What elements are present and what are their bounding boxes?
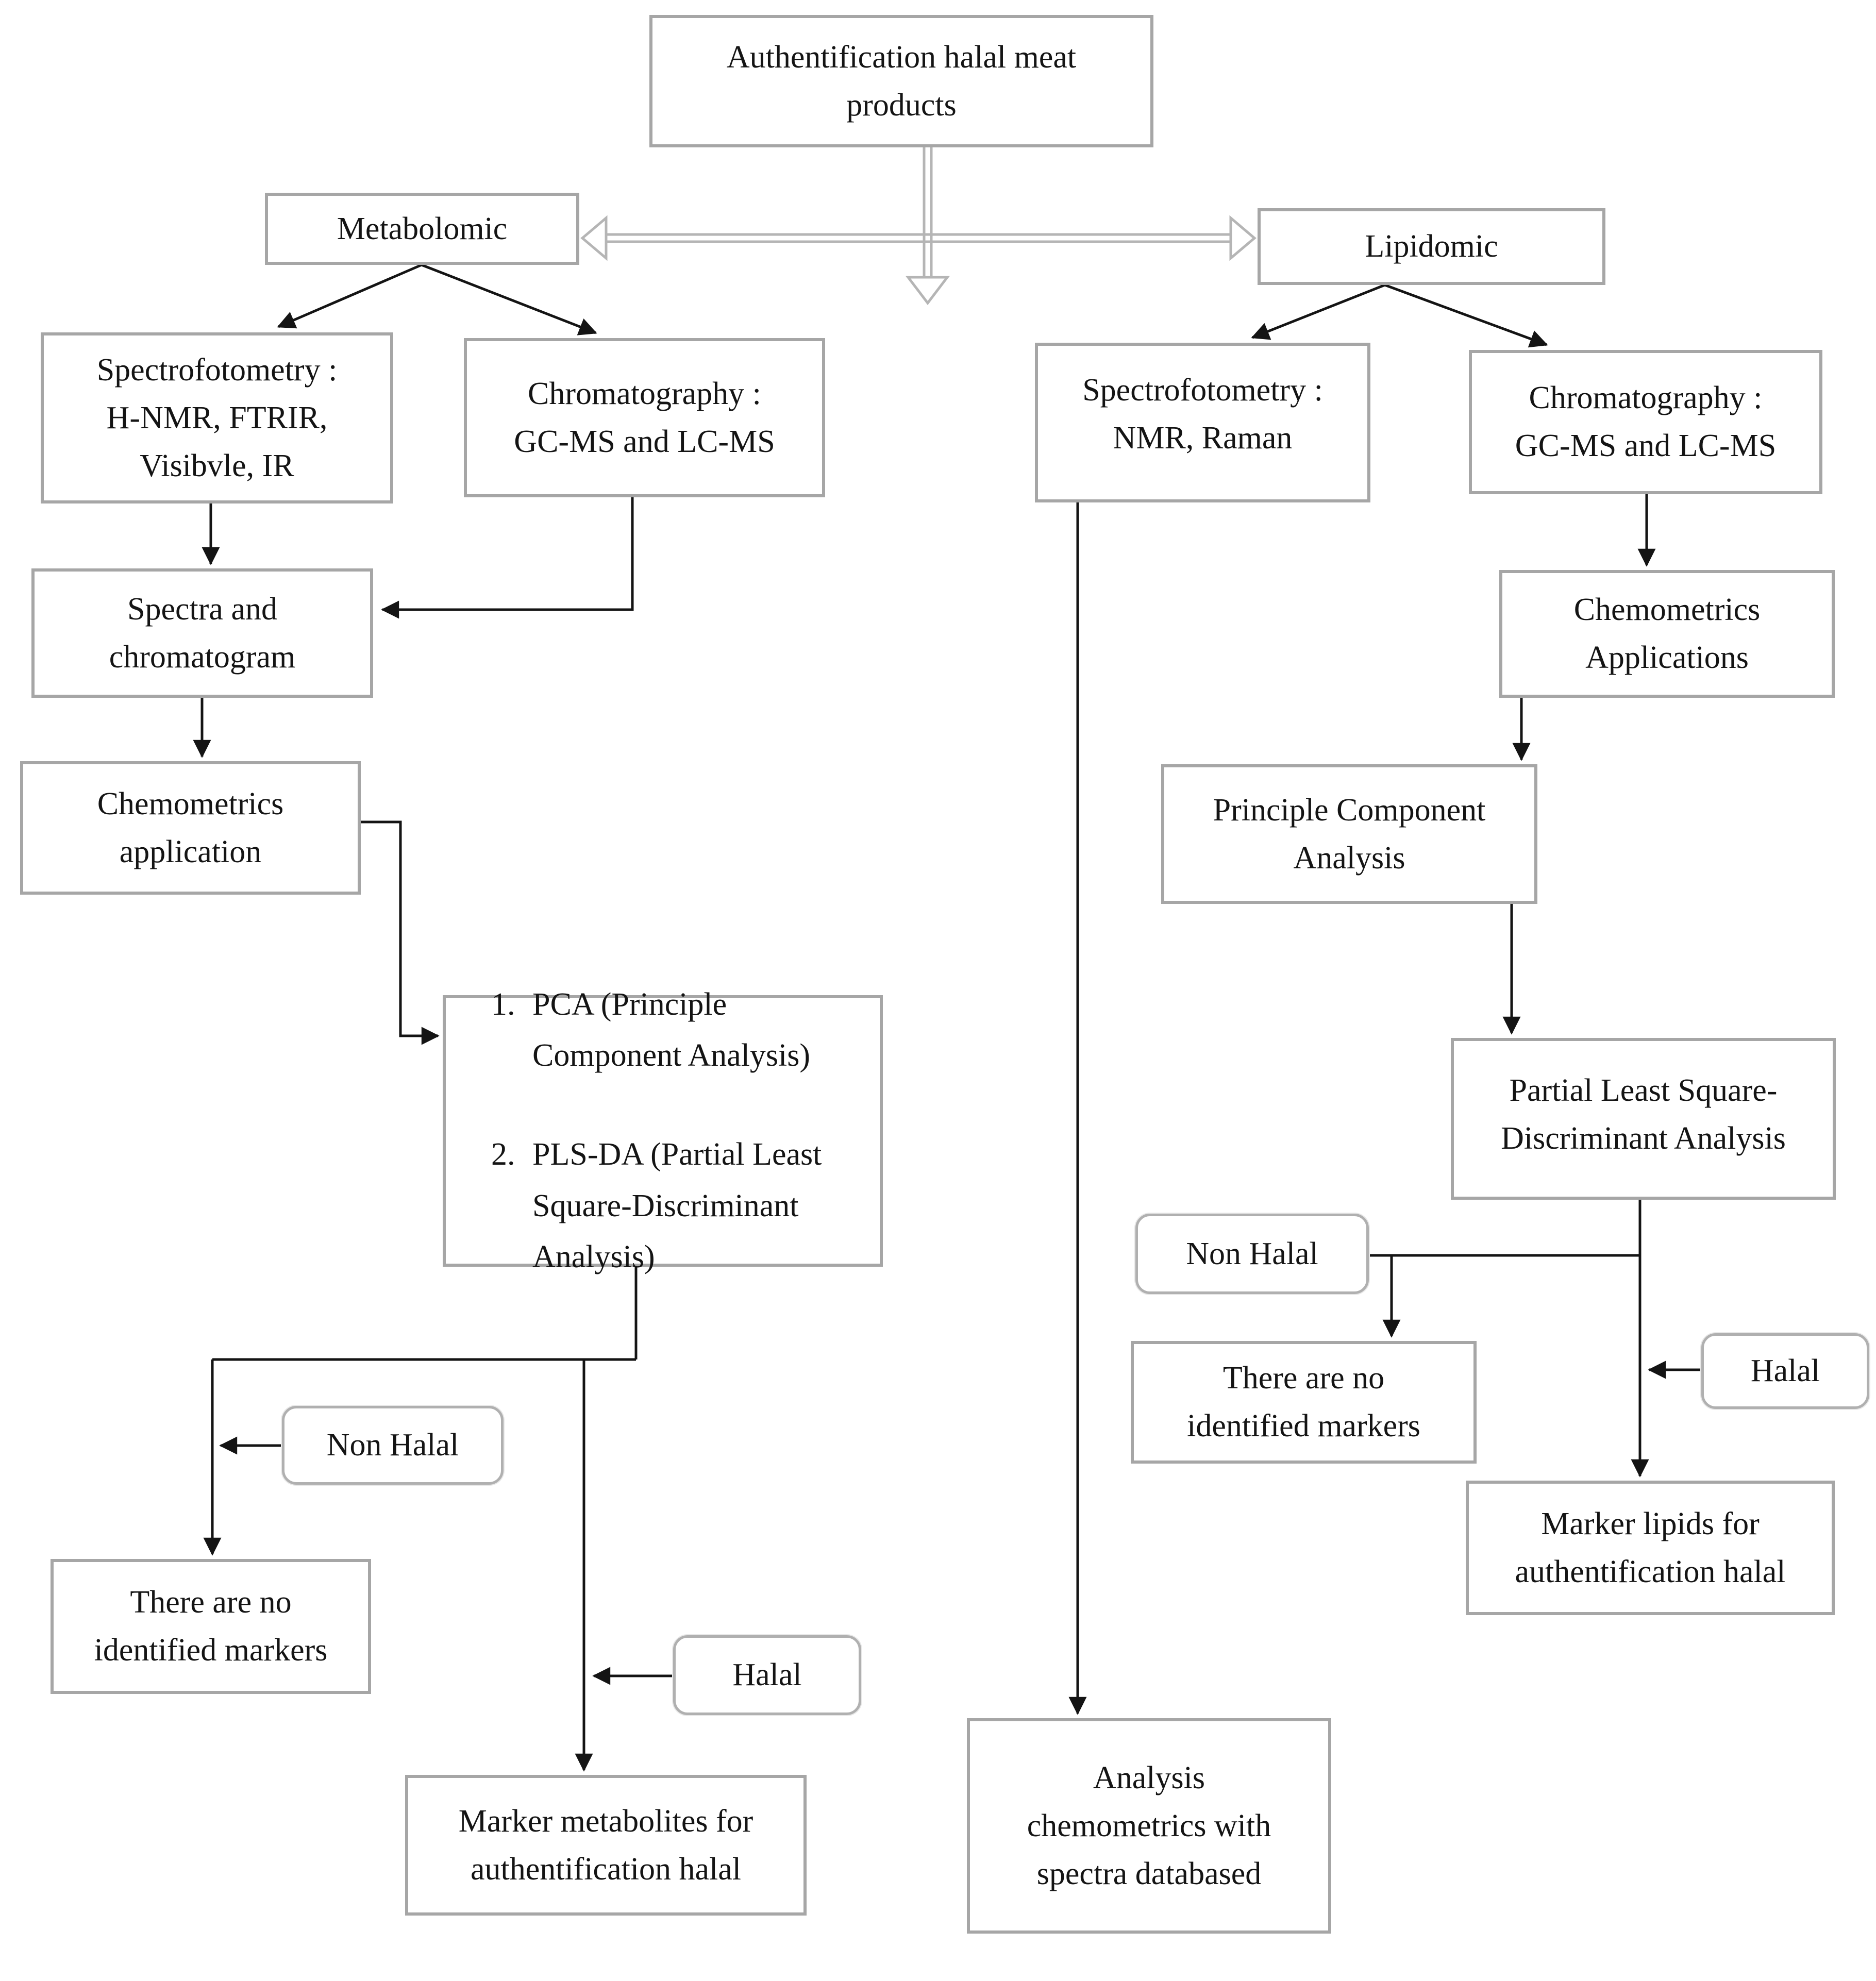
node-spectrofotometry-lipidomic: Spectrofotometry : NMR, Raman [1035, 343, 1370, 502]
node-chromatography-lipidomic: Chromatography : GC-MS and LC-MS [1469, 350, 1822, 494]
node-lipidomic: Lipidomic [1258, 208, 1605, 285]
node-no-markers-lipidomic: There are no identified markers [1131, 1341, 1477, 1464]
edge-metabolomic-chroma [421, 263, 597, 335]
edge-chemapp-methods [361, 820, 440, 1045]
node-spectrofotometry-metabolomic: Spectrofotometry : H-NMR, FTRIR, Visibvl… [41, 332, 393, 503]
edge-chroma-spectra [381, 497, 634, 619]
node-methods-list: PCA (Principle Component Analysis) PLS-D… [443, 987, 883, 1274]
node-analysis-chemometrics: Analysis chemometrics with spectra datab… [967, 1718, 1331, 1934]
node-marker-lipids: Marker lipids for authentification halal [1466, 1481, 1835, 1615]
node-halal-lipidomic: Halal [1701, 1333, 1869, 1409]
method-pca: PCA (Principle Component Analysis) [523, 979, 859, 1081]
node-chromatography-metabolomic: Chromatography : GC-MS and LC-MS [464, 338, 825, 497]
node-plsda: Partial Least Square- Discriminant Analy… [1451, 1038, 1836, 1200]
node-chemometrics-applications: Chemometrics Applications [1499, 570, 1835, 698]
node-metabolomic: Metabolomic [265, 193, 579, 265]
node-no-markers-metabolomic: There are no identified markers [51, 1559, 371, 1694]
double-arrow-shafts [602, 147, 1235, 278]
node-non-halal-lipidomic: Non Halal [1135, 1214, 1369, 1294]
node-principle-component-analysis: Principle Component Analysis [1161, 764, 1537, 904]
double-arrow-heads [580, 215, 1257, 306]
node-chemometrics-application: Chemometrics application [20, 761, 361, 895]
node-non-halal-metabolomic: Non Halal [282, 1406, 504, 1485]
node-marker-metabolites: Marker metabolites for authentification … [405, 1775, 807, 1916]
node-authentification-title: Authentification halal meat products [649, 15, 1153, 147]
node-spectra-chromatogram: Spectra and chromatogram [31, 568, 373, 698]
edge-lipidomic-chroma [1384, 283, 1548, 348]
edge-lipidomic-spectro [1251, 283, 1385, 340]
method-plsda: PLS-DA (Partial Least Square-Discriminan… [523, 1129, 859, 1283]
edge-metabolomic-spectro [277, 263, 422, 329]
node-halal-metabolomic: Halal [673, 1635, 861, 1715]
